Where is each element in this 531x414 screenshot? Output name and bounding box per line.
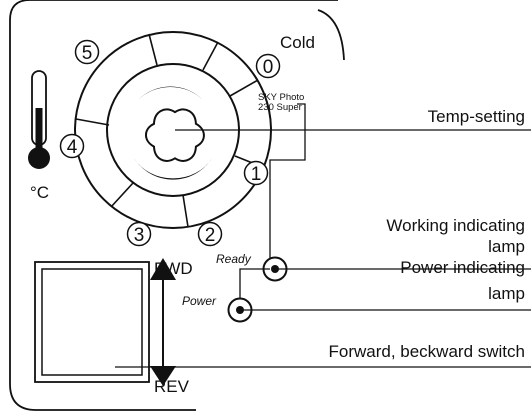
dial-to-ready-wire (269, 103, 306, 258)
temp-setting-label: Temp-setting (428, 107, 525, 126)
cold-label: Cold (280, 33, 315, 52)
dial-number-3: 3 (126, 221, 152, 247)
switch-label: Forward, beckward switch (328, 342, 525, 361)
dial-number-4: 4 (59, 133, 85, 159)
power-lamp-label-line1: Power indicating (400, 258, 525, 277)
dial-brand-line2: 230 Super (258, 102, 302, 113)
dial-number-1: 1 (243, 160, 269, 186)
dial-tick (148, 33, 158, 66)
thermometer-icon (28, 70, 50, 169)
panel-outline (9, 0, 338, 411)
dial-number-5: 5 (74, 39, 100, 65)
dial-knob-shadow (134, 158, 212, 180)
working-lamp-label-line1: Working indicating (386, 216, 525, 235)
direction-arrow-icon (150, 258, 176, 386)
dial-tick (202, 41, 219, 71)
dial-number-0: 0 (255, 53, 281, 79)
ready-to-power-wire (239, 268, 270, 298)
svg-text:5: 5 (82, 43, 93, 64)
svg-text:3: 3 (134, 225, 145, 246)
dial-tick (110, 182, 134, 208)
forward-reverse-switch[interactable] (34, 261, 150, 383)
power-lamp-label-line2: lamp (488, 284, 525, 303)
ready-label: Ready (216, 252, 252, 266)
dial-knob-shadow (138, 86, 203, 100)
working-lamp-label-line2: lamp (488, 237, 525, 256)
dial-brand-line1: SKY Photo (258, 92, 304, 103)
svg-text:1: 1 (251, 164, 262, 185)
dial-tick (75, 118, 110, 126)
panel-outline-right-curve (317, 9, 345, 61)
power-label: Power (182, 294, 217, 308)
dial-tick (229, 79, 259, 97)
dial-knob[interactable] (144, 108, 205, 162)
svg-text:0: 0 (263, 57, 274, 78)
svg-text:4: 4 (67, 137, 78, 158)
dial-tick (182, 194, 189, 228)
dial-number-2: 2 (197, 221, 223, 247)
svg-text:2: 2 (205, 225, 216, 246)
celsius-label: °C (30, 183, 49, 202)
